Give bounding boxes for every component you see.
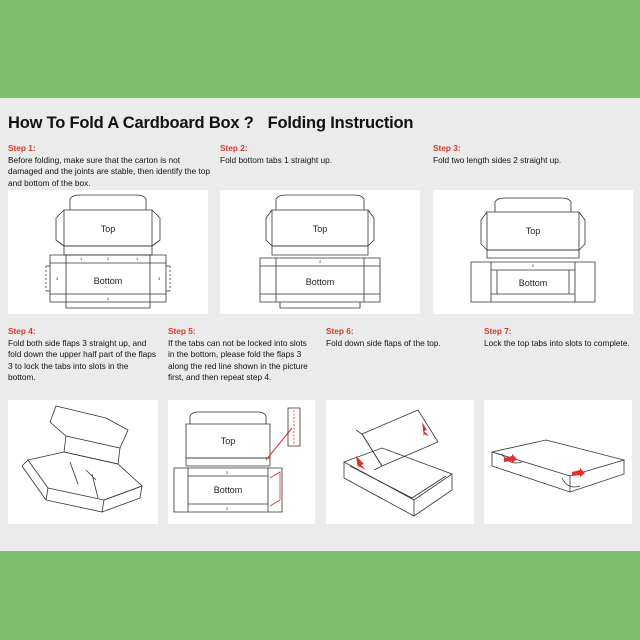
svg-text:1: 1 — [80, 256, 83, 261]
step-5-label: Step 5: — [168, 326, 196, 336]
step-7-image — [484, 400, 632, 524]
step-6: Step 6: Fold down side flaps of the top. — [326, 326, 476, 349]
step-3-image: Top Bottom 2 — [433, 190, 633, 314]
step-7: Step 7: Lock the top tabs into slots to … — [484, 326, 634, 349]
step-1: Step 1: Before folding, make sure that t… — [8, 143, 213, 189]
step-1-bottom-label: Bottom — [94, 276, 123, 286]
svg-text:2: 2 — [226, 470, 229, 475]
step-6-image — [326, 400, 474, 524]
step-3-bottom-label: Bottom — [519, 278, 548, 288]
title-main: How To Fold A Cardboard Box ? — [8, 114, 254, 132]
step-5-top-label: Top — [221, 436, 236, 446]
svg-text:3: 3 — [56, 276, 59, 281]
svg-text:2: 2 — [107, 256, 110, 261]
step-7-text: Lock the top tabs into slots to complete… — [484, 337, 630, 348]
step-2-top-label: Top — [313, 224, 328, 234]
step-6-label: Step 6: — [326, 326, 354, 336]
step-2-bottom-label: Bottom — [306, 277, 335, 287]
step-5-image: Top Bottom 2 2 — [168, 400, 315, 524]
step-7-label: Step 7: — [484, 326, 512, 336]
step-2: Step 2: Fold bottom tabs 1 straight up. — [220, 143, 420, 166]
svg-text:2: 2 — [107, 296, 110, 301]
step-4-text: Fold both side flaps 3 straight up, and … — [8, 337, 157, 383]
step-5-text: If the tabs can not be locked into slots… — [168, 337, 308, 383]
step-5-bottom-label: Bottom — [214, 485, 243, 495]
svg-text:3: 3 — [158, 276, 161, 281]
svg-text:2: 2 — [319, 259, 322, 264]
step-3-top-label: Top — [526, 226, 541, 236]
step-2-image: Top Bottom 2 — [220, 190, 420, 314]
title-sub: Folding Instruction — [267, 114, 414, 132]
step-3: Step 3: Fold two length sides 2 straight… — [433, 143, 633, 166]
page-title: How To Fold A Cardboard Box ? Folding Ins… — [8, 114, 413, 133]
step-4-label: Step 4: — [8, 326, 36, 336]
step-3-text: Fold two length sides 2 straight up. — [433, 154, 562, 165]
step-6-text: Fold down side flaps of the top. — [326, 337, 441, 348]
step-1-text: Before folding, make sure that the carto… — [8, 154, 211, 188]
step-3-label: Step 3: — [433, 143, 461, 153]
step-4: Step 4: Fold both side flaps 3 straight … — [8, 326, 158, 384]
step-2-label: Step 2: — [220, 143, 248, 153]
svg-text:2: 2 — [226, 506, 229, 511]
svg-text:1: 1 — [136, 256, 139, 261]
step-4-image — [8, 400, 158, 524]
step-1-label: Step 1: — [8, 143, 36, 153]
svg-text:2: 2 — [532, 263, 535, 268]
step-2-text: Fold bottom tabs 1 straight up. — [220, 154, 333, 165]
step-1-top-label: Top — [101, 224, 116, 234]
step-1-image: Top Bottom 1 1 2 2 3 3 — [8, 190, 208, 314]
step-5: Step 5: If the tabs can not be locked in… — [168, 326, 313, 384]
